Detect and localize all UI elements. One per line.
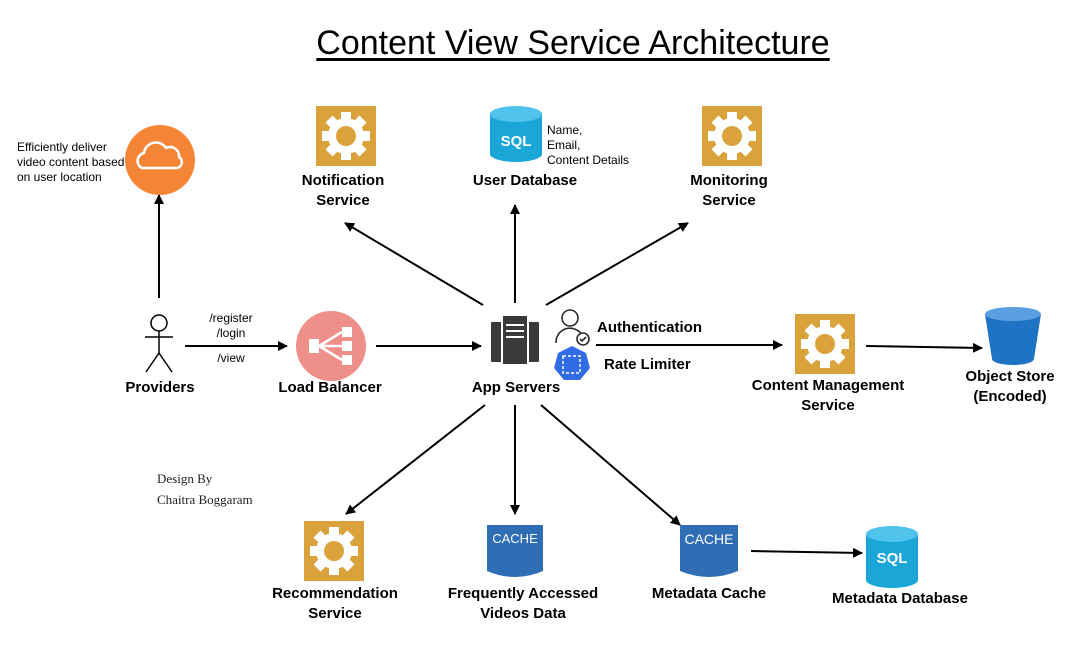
object-store-bucket-icon (985, 307, 1041, 365)
recommendation-service-label: Recommendation Service (272, 585, 398, 622)
metadata-database-sql-icon: SQL (866, 526, 918, 588)
notification-service-label: Notification Service (301, 172, 385, 209)
frequent-videos-cache-icon: CACHE (487, 525, 543, 577)
frequently-accessed-label: Frequently Accessed Videos Data (447, 585, 599, 622)
arrow-content-management-to-object-store (865, 342, 983, 353)
user-db-fields-note: Name, Email, Content Details (547, 123, 630, 167)
cdn-note: Efficiently deliver video content based … (17, 140, 125, 184)
user-database-sql-icon: SQL (490, 106, 542, 162)
content-management-gear-icon (795, 314, 855, 374)
object-store-label: Object Store (Encoded) (965, 368, 1055, 405)
rate-limiter-icon (554, 346, 590, 380)
arrow-metadata-cache-to-metadata-db (750, 547, 863, 558)
cdn-cloud-icon (125, 125, 195, 195)
metadata-cache-label: Metadata Cache (651, 585, 767, 602)
app-servers-icon (491, 314, 539, 366)
metadata-cache-icon-label: CACHE (684, 531, 733, 547)
authentication-label: Authentication (597, 319, 702, 336)
view-route: /view (217, 351, 245, 365)
user-database-sql-label: SQL (501, 133, 532, 150)
metadata-database-label: Metadata Database (832, 590, 968, 607)
load-balancer-label: Load Balancer (278, 379, 382, 396)
design-credit: Design By Chaitra Boggaram (157, 471, 253, 507)
recommendation-service-gear-icon (304, 521, 364, 581)
authentication-user-icon (555, 309, 590, 346)
metadata-cache-icon: CACHE (680, 525, 738, 577)
arrow-app-servers-to-metadata-cache (540, 404, 681, 526)
rate-limiter-label: Rate Limiter (604, 356, 691, 373)
arrow-app-servers-to-recommendation (345, 404, 486, 515)
frequent-cache-label: CACHE (492, 531, 538, 546)
user-database-label: User Database (472, 172, 578, 189)
arrow-app-servers-to-monitoring (545, 222, 689, 306)
page-title: Content View Service Architecture (316, 24, 830, 62)
metadata-database-sql-label: SQL (877, 550, 908, 567)
notification-service-gear-icon (316, 106, 376, 166)
arrow-app-servers-to-notification (344, 222, 484, 306)
monitoring-service-gear-icon (702, 106, 762, 166)
register-login-routes: /register /login (209, 311, 253, 340)
content-management-label: Content Management Service (751, 377, 905, 414)
load-balancer-icon (296, 311, 366, 381)
app-servers-label: App Servers (471, 379, 561, 396)
providers-label: Providers (125, 379, 195, 396)
monitoring-service-label: Monitoring Service (690, 172, 768, 209)
providers-actor-icon (145, 314, 173, 373)
